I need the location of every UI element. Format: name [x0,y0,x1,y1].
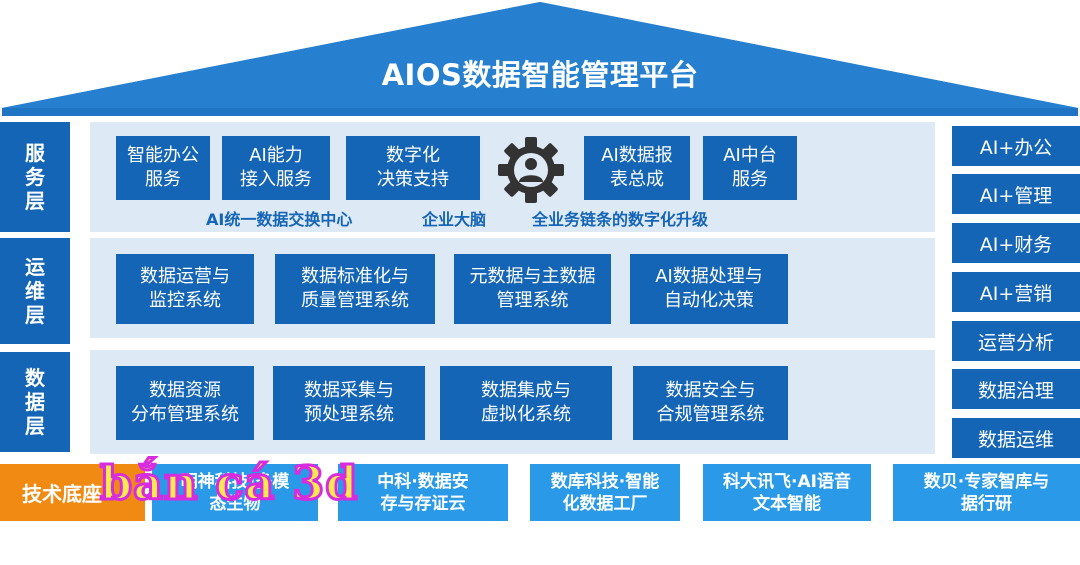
data-box-collection: 数据采集与 预处理系统 [273,366,425,440]
tech-box-1: 明神科技·多模 态生物 [152,464,318,521]
tech-box-2: 中科·数据安 存与存证云 [338,464,508,521]
ops-box-quality: 数据标准化与 质量管理系统 [275,254,435,324]
tech-box-3: 数库科技·智能 化数据工厂 [530,464,680,521]
right-item-data-governance: 数据治理 [952,369,1080,409]
ops-box-master-data: 元数据与主数据 管理系统 [454,254,611,324]
ops-box-monitoring: 数据运营与 监控系统 [116,254,254,324]
data-box-integration: 数据集成与 虚拟化系统 [440,366,612,440]
watermark-text: bắn cá 3d [98,455,359,512]
right-item-data-ops: 数据运维 [952,418,1080,458]
right-item-ai-marketing: AI+营销 [952,272,1080,312]
right-item-operations-analysis: 运营分析 [952,321,1080,361]
service-box-smart-office: 智能办公 服务 [116,136,210,200]
service-box-ai-middle-platform: AI中台 服务 [703,136,797,200]
roof-shape [2,2,1078,116]
tagline-enterprise-brain: 企业大脑 [422,210,487,229]
platform-title: AIOS数据智能管理平台 [381,58,699,92]
service-box-ai-capability: AI能力 接入服务 [222,136,330,200]
layer-label-service: 服务层 [0,122,70,232]
right-item-ai-management: AI+管理 [952,174,1080,214]
right-item-ai-finance: AI+财务 [952,223,1080,263]
data-box-security: 数据安全与 合规管理系统 [633,366,788,440]
layer-label-ops: 运维层 [0,238,70,344]
tech-base-label: 技术底座 [0,464,145,521]
service-box-decision-support: 数字化 决策支持 [346,136,480,200]
ops-box-ai-automation: AI数据处理与 自动化决策 [630,254,788,324]
layer-label-data: 数据层 [0,352,70,452]
gear-person-icon [498,137,564,203]
service-box-ai-report: AI数据报 表总成 [584,136,690,200]
data-box-resources: 数据资源 分布管理系统 [116,366,254,440]
tagline-data-exchange: AI统一数据交换中心 [206,210,353,229]
right-item-ai-office: AI+办公 [952,126,1080,166]
tech-box-5: 数贝·专家智库与 据行研 [893,464,1080,521]
tech-box-4: 科大讯飞·AI语音 文本智能 [703,464,871,521]
tagline-digital-upgrade: 全业务链条的数字化升级 [532,210,709,229]
